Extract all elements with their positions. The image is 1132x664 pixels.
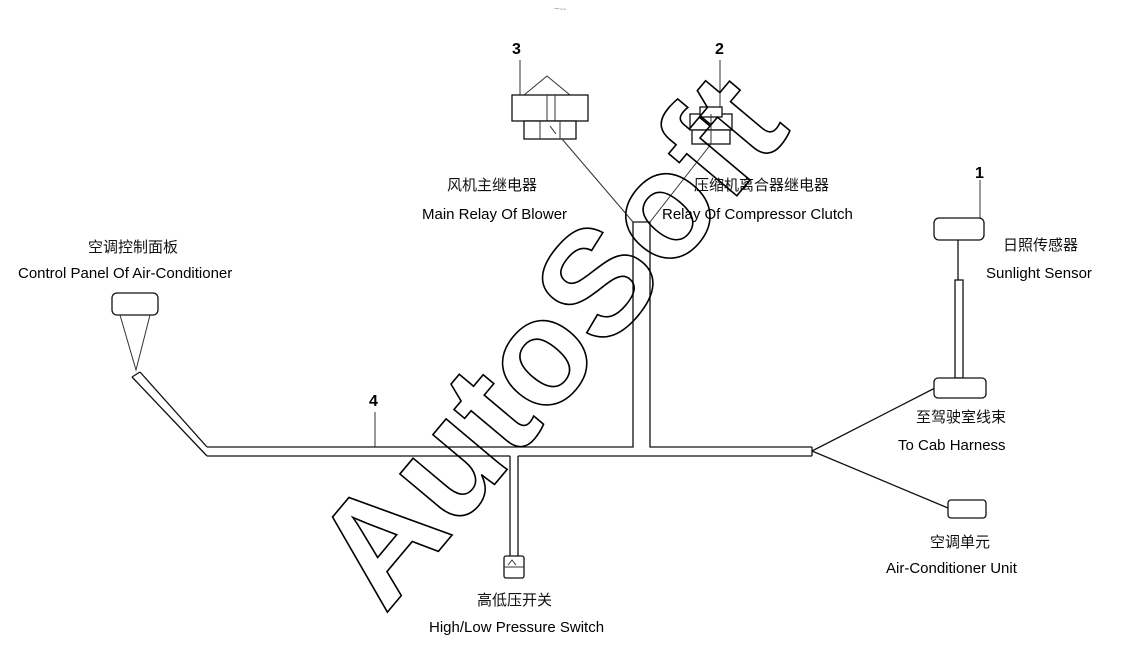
control-panel-connector — [111, 292, 159, 372]
callout-4: 4 — [369, 393, 378, 410]
cab-harness-label-en: To Cab Harness — [898, 437, 1006, 454]
callout-2: 2 — [715, 41, 724, 58]
control-panel-label-cn: 空调控制面板 — [88, 238, 178, 256]
ac-unit-label-cn: 空调单元 — [930, 533, 990, 551]
cab-harness-connector — [933, 377, 987, 399]
callout-1: 1 — [975, 165, 984, 182]
sunlight-sensor-label-cn: 日照传感器 — [1003, 236, 1078, 254]
top-mark: ~-- — [554, 4, 567, 15]
sunlight-sensor — [933, 180, 985, 379]
pressure-switch-connector — [503, 555, 525, 579]
main-relay-blower — [511, 60, 634, 223]
ac-unit-label-en: Air-Conditioner Unit — [886, 560, 1018, 577]
main-harness — [131, 221, 949, 556]
ac-unit-connector — [947, 499, 987, 519]
callout-3: 3 — [512, 41, 521, 58]
pressure-switch-label-en: High/Low Pressure Switch — [429, 619, 604, 636]
sunlight-sensor-label-en: Sunlight Sensor — [986, 265, 1092, 282]
clutch-relay-label-cn: 压缩机离合器继电器 — [694, 176, 829, 194]
clutch-relay-label-en: Relay Of Compressor Clutch — [662, 206, 853, 223]
cab-harness-label-cn: 至驾驶室线束 — [916, 408, 1006, 426]
compressor-clutch-relay — [649, 60, 733, 223]
blower-relay-label-en: Main Relay Of Blower — [422, 206, 567, 223]
control-panel-label-en: Control Panel Of Air-Conditioner — [18, 265, 232, 282]
pressure-switch-label-cn: 高低压开关 — [477, 591, 552, 609]
blower-relay-label-cn: 风机主继电器 — [447, 176, 537, 194]
